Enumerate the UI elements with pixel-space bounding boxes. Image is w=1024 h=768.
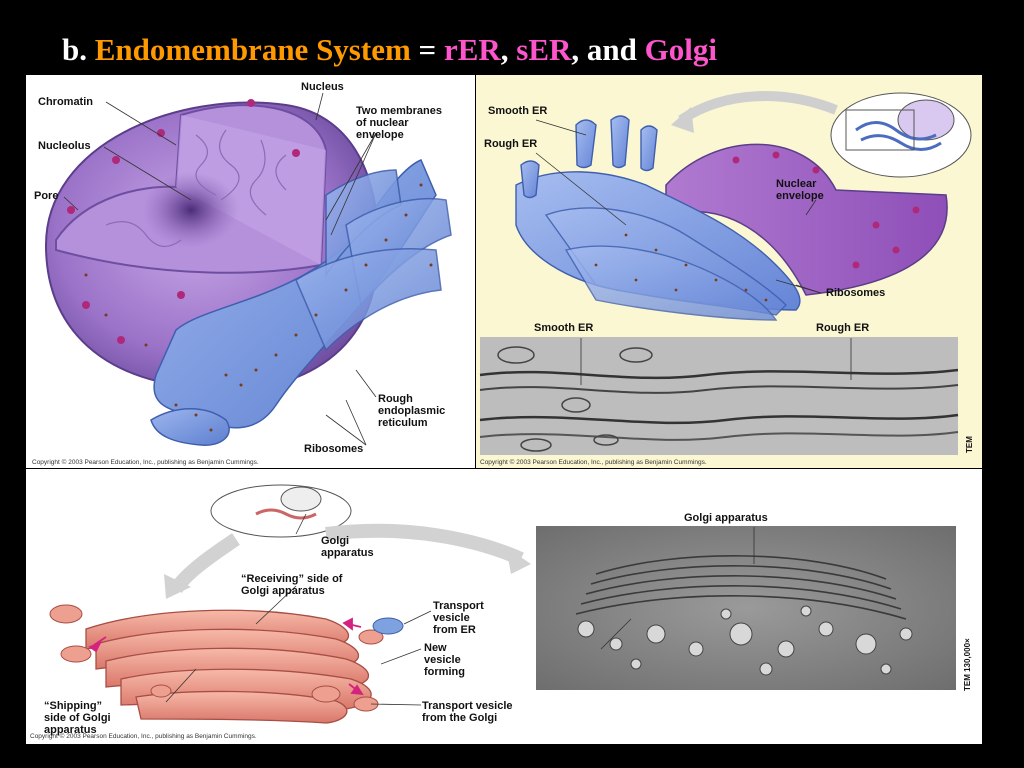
golgi-figure-panel: Golgi apparatus “Receiving” side of Golg… xyxy=(26,469,982,744)
nucleus-copyright: Copyright © 2003 Pearson Education, Inc.… xyxy=(32,459,259,466)
golgi-illustration xyxy=(49,484,956,724)
title-endomembrane: Endomembrane System xyxy=(94,32,411,67)
slide-title: b. Endomembrane System = rER, sER, and G… xyxy=(62,32,717,68)
label-chromatin: Chromatin xyxy=(38,96,93,108)
label-nucleus: Nucleus xyxy=(301,81,344,93)
title-comma-1: , xyxy=(500,32,509,67)
title-and: and xyxy=(586,32,637,67)
er-copyright: Copyright © 2003 Pearson Education, Inc.… xyxy=(480,459,707,466)
label-receiving-side: “Receiving” side of Golgi apparatus xyxy=(241,573,343,597)
tem-label: TEM xyxy=(965,436,974,453)
label-transport-vesicle-er: Transport vesicle from ER xyxy=(433,600,484,636)
title-comma-2: , xyxy=(571,32,580,67)
label-rough-er: Rough ER xyxy=(484,138,538,150)
golgi-tem-label: TEM 130,000× xyxy=(963,638,972,691)
er-figure-panel: Smooth ER Rough ER Nuclear envelope Ribo… xyxy=(476,75,982,468)
label-pore: Pore xyxy=(34,190,59,202)
label-transport-vesicle-golgi: Transport vesicle from the Golgi xyxy=(422,700,513,724)
label-golgi-apparatus-tem: Golgi apparatus xyxy=(684,512,768,524)
label-rough-er-tem: Rough ER xyxy=(816,322,870,334)
label-golgi-apparatus-inset: Golgi apparatus xyxy=(321,535,374,559)
title-golgi: Golgi xyxy=(644,32,717,67)
label-smooth-er: Smooth ER xyxy=(488,105,548,117)
er-illustration xyxy=(479,91,972,455)
nucleus-figure-panel: Chromatin Nucleolus Pore Nucleus Two mem… xyxy=(26,75,475,468)
label-smooth-er-tem: Smooth ER xyxy=(534,322,594,334)
label-ribosomes: Ribosomes xyxy=(826,287,886,299)
nucleus-illustration xyxy=(44,92,452,446)
label-nuclear-envelope: Nuclear envelope xyxy=(776,178,824,202)
label-ribosomes: Ribosomes xyxy=(304,443,364,455)
title-equals: = xyxy=(418,32,437,67)
label-nucleolus: Nucleolus xyxy=(38,140,91,152)
golgi-copyright: Copyright © 2003 Pearson Education, Inc.… xyxy=(30,733,257,740)
label-shipping-side: “Shipping” side of Golgi apparatus xyxy=(44,700,111,736)
label-new-vesicle: New vesicle forming xyxy=(424,642,465,678)
label-two-membranes: Two membranes of nuclear envelope xyxy=(356,105,442,141)
title-ser: sER xyxy=(516,32,572,67)
title-rer: rER xyxy=(443,32,501,67)
title-prefix: b. xyxy=(62,32,87,67)
label-rough-er: Rough endoplasmic reticulum xyxy=(378,393,446,429)
